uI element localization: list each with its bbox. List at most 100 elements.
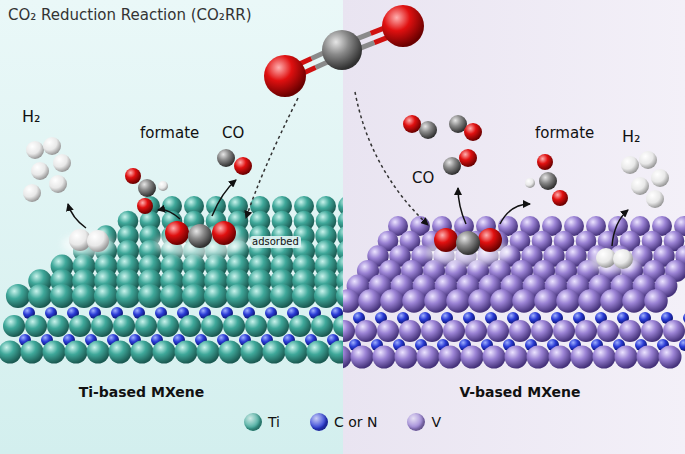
oxygen-atom	[212, 221, 236, 245]
reaction-arrow	[158, 210, 180, 219]
molecules	[23, 5, 669, 272]
label-slot: H₂	[22, 108, 40, 126]
oxygen-atom	[234, 157, 252, 175]
ti-atom	[25, 315, 47, 337]
ti-atom	[21, 341, 44, 364]
v-atom	[534, 289, 558, 313]
v-atom	[505, 346, 528, 369]
v-atom	[622, 289, 646, 313]
product-label: CO	[222, 125, 244, 142]
ti-atom	[153, 341, 176, 364]
ti-atom	[157, 315, 179, 337]
ti-atom	[263, 341, 286, 364]
oxygen-atom	[478, 228, 502, 252]
title: CO₂ Reduction Reaction (CO₂RR)	[8, 6, 252, 24]
v-atom	[465, 320, 487, 342]
v-atom	[343, 289, 360, 313]
ti-atom	[135, 315, 157, 337]
oxygen-atom	[552, 190, 568, 206]
reaction-arrow	[212, 180, 236, 216]
v-atom	[659, 346, 682, 369]
ti-atom	[116, 284, 140, 308]
ti-atom	[72, 284, 96, 308]
hydrogen-atom	[31, 162, 49, 180]
slab-label: Ti-based MXene	[79, 384, 205, 400]
ti-atom	[94, 284, 118, 308]
ti-atom	[69, 315, 91, 337]
ti-atom	[248, 284, 272, 308]
ti-atom	[333, 315, 343, 337]
ti-atom	[179, 315, 201, 337]
ti-atom	[219, 341, 242, 364]
ti-atom	[245, 315, 267, 337]
left-background	[0, 0, 343, 454]
ti-atom	[131, 341, 154, 364]
v-atom	[358, 289, 382, 313]
v-atom	[619, 320, 641, 342]
v-atom	[593, 346, 616, 369]
hydrogen-atom	[43, 137, 61, 155]
v-atom	[439, 346, 462, 369]
v-atom	[490, 289, 514, 313]
v-mxene-slab	[343, 216, 685, 369]
v-atom	[663, 320, 685, 342]
ti-atom	[87, 341, 110, 364]
hydrogen-atom	[158, 181, 168, 191]
hydrogen-atom	[53, 154, 71, 172]
ti-atom	[197, 341, 220, 364]
v-atom	[615, 346, 638, 369]
v-atom	[421, 320, 443, 342]
legend-text: V	[431, 414, 441, 430]
product-label: formate	[140, 125, 199, 142]
product-label: adsorbed	[250, 236, 301, 248]
label-slot: CO	[412, 170, 434, 187]
ti-atom	[285, 341, 308, 364]
legend-item: C or N	[310, 413, 377, 431]
carbon-atom	[456, 231, 480, 255]
legend-swatch	[407, 413, 425, 431]
ti-atom	[204, 284, 228, 308]
legend-swatch	[310, 413, 328, 431]
ti-atom	[182, 284, 206, 308]
hydrogen-atom	[646, 190, 664, 208]
v-atom	[343, 320, 355, 342]
ti-atom	[270, 284, 294, 308]
legend-item: V	[407, 413, 441, 431]
ti-atom	[311, 315, 333, 337]
dashed-arrow	[355, 92, 428, 225]
ti-atom	[292, 284, 316, 308]
ti-atom	[289, 315, 311, 337]
hydrogen-atom	[651, 169, 669, 187]
v-atom	[351, 346, 374, 369]
hydrogen-atom	[87, 230, 109, 252]
v-atom	[575, 320, 597, 342]
v-atom	[637, 346, 660, 369]
ti-atom	[138, 284, 162, 308]
oxygen-atom	[264, 55, 306, 97]
v-atom	[355, 320, 377, 342]
carbon-atom	[217, 149, 235, 167]
ti-atom	[109, 341, 132, 364]
v-atom	[641, 320, 663, 342]
ti-atom	[201, 315, 223, 337]
carbon-atom	[322, 30, 362, 70]
ti-atom	[47, 315, 69, 337]
carbon-atom	[419, 121, 437, 139]
ti-atom	[307, 341, 330, 364]
ti-atom	[43, 341, 66, 364]
v-atom	[417, 346, 440, 369]
v-atom	[424, 289, 448, 313]
ti-atom	[50, 284, 74, 308]
ti-atom	[241, 341, 264, 364]
label-slot: H₂	[622, 128, 640, 146]
ti-atom	[336, 284, 343, 308]
product-label: formate	[535, 125, 594, 142]
mxene-panel: Ti-based MXene	[0, 0, 343, 454]
label-slot: formate	[535, 125, 594, 142]
title-slot: CO₂ Reduction Reaction (CO₂RR)	[8, 6, 252, 24]
reaction-arrow	[458, 188, 466, 224]
oxygen-atom	[165, 221, 189, 245]
label-slot: CO	[222, 125, 244, 142]
oxygen-atom	[125, 168, 141, 184]
hydrogen-atom	[639, 151, 657, 169]
